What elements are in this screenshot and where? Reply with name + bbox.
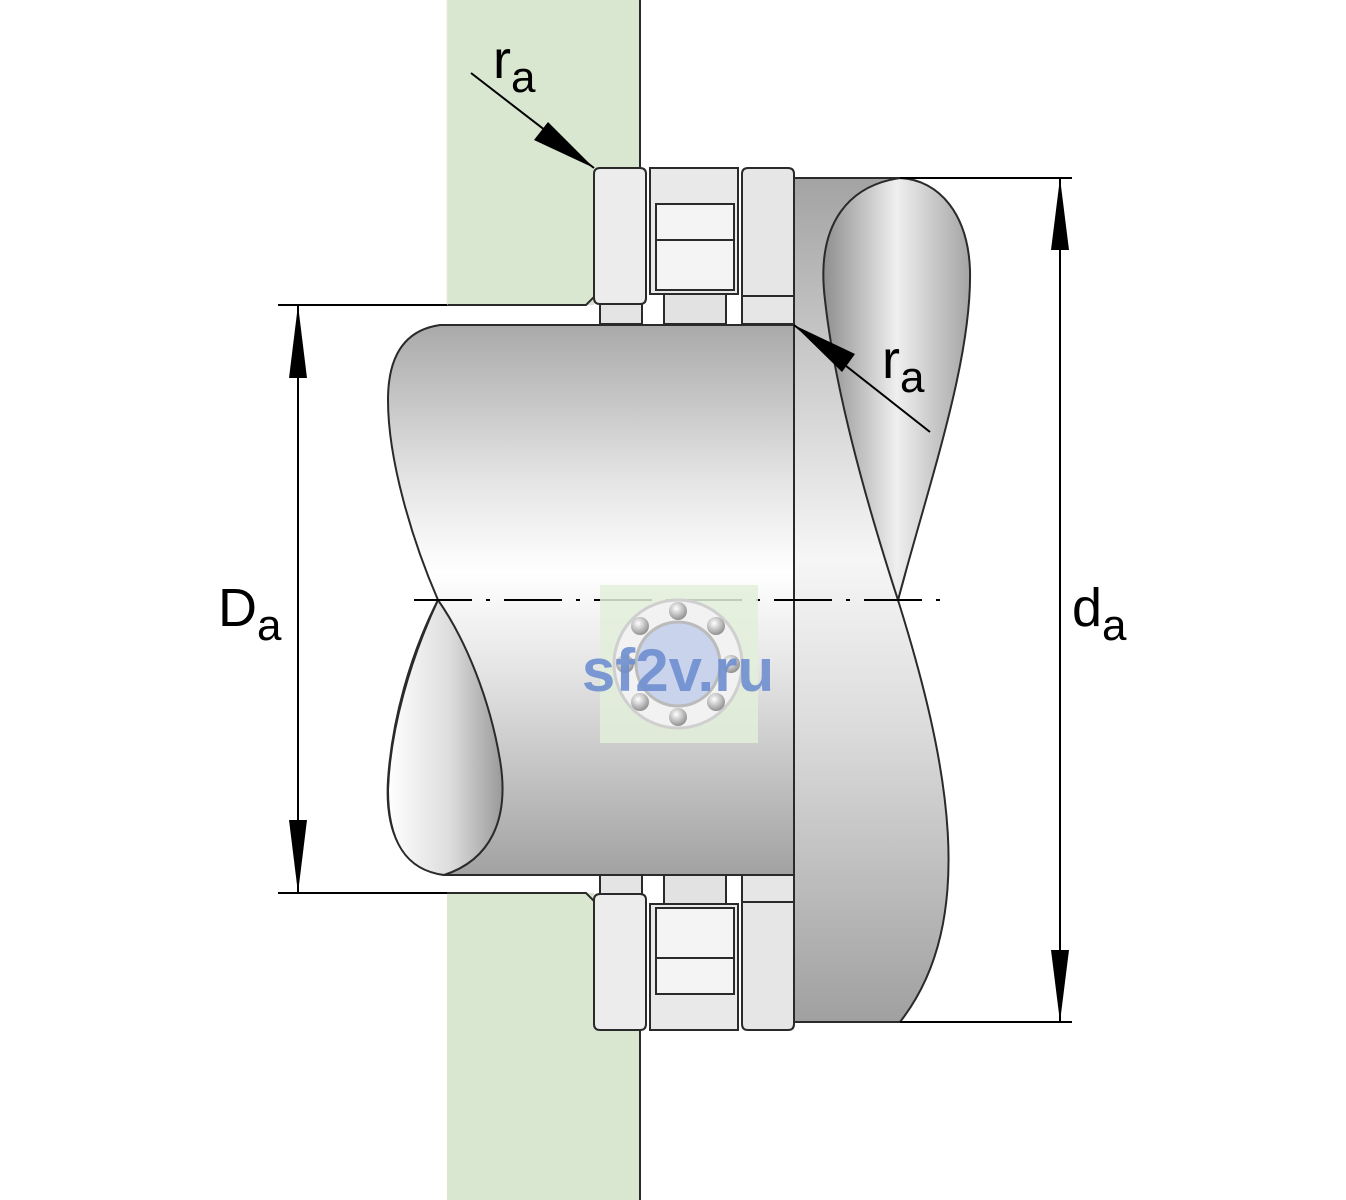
leader-ra-top [470, 72, 595, 169]
bearing-bottom [593, 873, 795, 1031]
housing-body [447, 0, 640, 305]
label-ra-top: ra [493, 30, 536, 102]
label-ra-right: ra [882, 330, 925, 402]
cage-lip-bottom [663, 873, 727, 905]
dimension-da [900, 177, 1072, 1023]
dimension-Da [278, 304, 447, 894]
label-da: da [1072, 578, 1127, 650]
Da-arrow-top [289, 305, 307, 378]
bearing-top [593, 167, 795, 325]
watermark-balls [616, 602, 740, 726]
housing-washer-bottom [741, 873, 795, 1031]
da-arrow-top [1051, 178, 1069, 250]
shaft-washer-top [593, 167, 647, 305]
leader-ra-right [793, 324, 931, 433]
cage-lip-top [663, 293, 727, 325]
roller-top [655, 203, 735, 291]
inner-ring-lip-top [599, 303, 643, 325]
housing-body-lower [447, 893, 640, 1200]
watermark-bearing-inner [634, 620, 722, 708]
shaft-washer-bottom [593, 893, 647, 1031]
ra-top-arrow [534, 122, 594, 168]
shaft-end-face [386, 598, 504, 877]
ra-right-arrow [794, 325, 855, 372]
label-Da: Da [218, 578, 282, 650]
watermark-text: sf2v.ru [582, 637, 774, 704]
inner-ring-lip-bottom [599, 873, 643, 895]
Da-arrow-bottom [289, 820, 307, 893]
watermark: sf2v.ru [582, 585, 774, 743]
roller-bottom [655, 907, 735, 995]
da-arrow-bottom [1051, 950, 1069, 1022]
housing-washer-top [741, 167, 795, 325]
